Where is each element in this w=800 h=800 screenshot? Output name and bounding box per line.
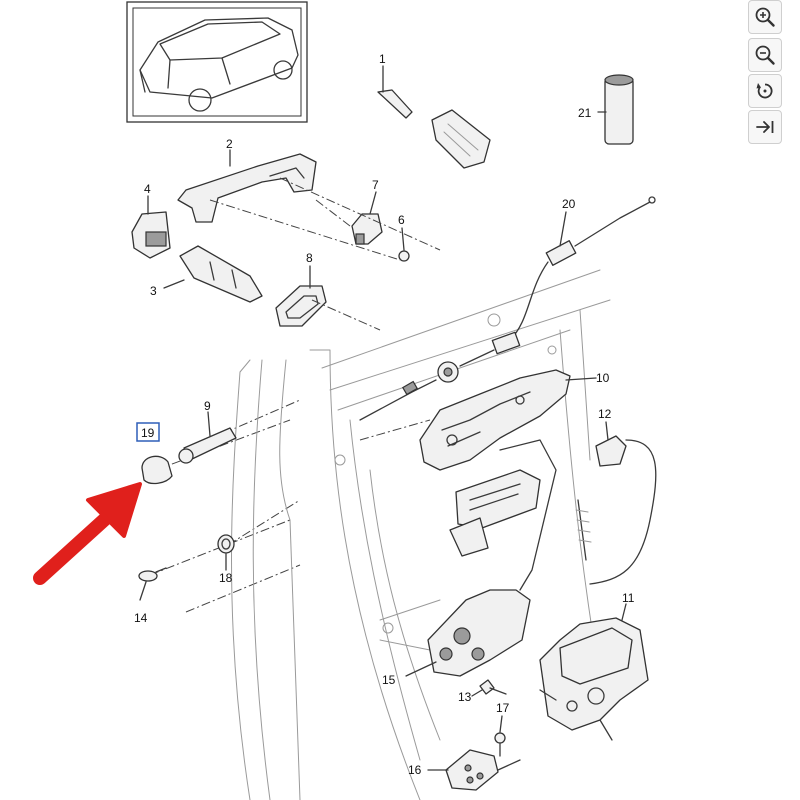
label-10: 10 [596,371,610,385]
label-16: 16 [408,763,422,777]
part-17-screw [494,732,506,757]
part-7-bracket [351,213,383,245]
fit-button[interactable] [748,110,782,144]
part-labels: 1 2 3 4 6 7 8 9 10 11 12 13 14 15 16 17 … [134,52,635,777]
zoom-out-icon [755,45,775,65]
central-lock-housing [449,439,557,591]
label-15: 15 [382,673,396,687]
part-14-pin [138,567,167,582]
label-13: 13 [458,690,472,704]
label-8: 8 [306,251,313,265]
part-19-cap [141,455,173,485]
leader-lines [139,65,627,771]
fit-arrow-icon [756,121,774,133]
label-21: 21 [578,106,592,120]
part-13-screw [479,679,507,695]
label-3: 3 [150,284,157,298]
zoom-in-icon [755,7,775,27]
label-19-highlight-box [136,422,160,442]
label-9: 9 [204,399,211,413]
part-3-lock-cylinder [179,245,263,303]
part-10-handle-carrier [419,369,571,471]
part-12-rod-connector [575,435,657,585]
label-17: 17 [496,701,510,715]
label-18: 18 [219,571,233,585]
part-2-door-handle [177,153,317,223]
label-7: 7 [372,178,379,192]
label-4: 4 [144,182,151,196]
part-20-bowden-cable [359,196,656,421]
label-20: 20 [562,197,576,211]
part-21-spray-can [604,74,634,145]
label-19: 19 [141,426,155,440]
part-11-door-lock [539,617,649,741]
part-8-gasket [275,285,327,327]
part-15-lock-bracket [427,589,531,677]
rotate-icon [756,83,773,99]
part-4-handle-cover [131,211,171,259]
label-14: 14 [134,611,148,625]
part-18-grommet [217,534,235,554]
part-16-striker-plate [445,749,521,791]
part-9-bolt [178,427,237,464]
label-2: 2 [226,137,233,151]
rotate-button[interactable] [748,74,782,108]
part-1-key [377,89,491,169]
vehicle-thumbnail [126,1,308,123]
label-1: 1 [379,52,386,66]
part-6-screw [398,250,410,262]
zoom-out-button[interactable] [748,38,782,72]
zoom-in-button[interactable] [748,0,782,34]
label-6: 6 [398,213,405,227]
label-11: 11 [622,591,635,605]
label-12: 12 [598,407,612,421]
red-pointer-arrow [33,482,142,585]
door-frame [231,269,611,800]
